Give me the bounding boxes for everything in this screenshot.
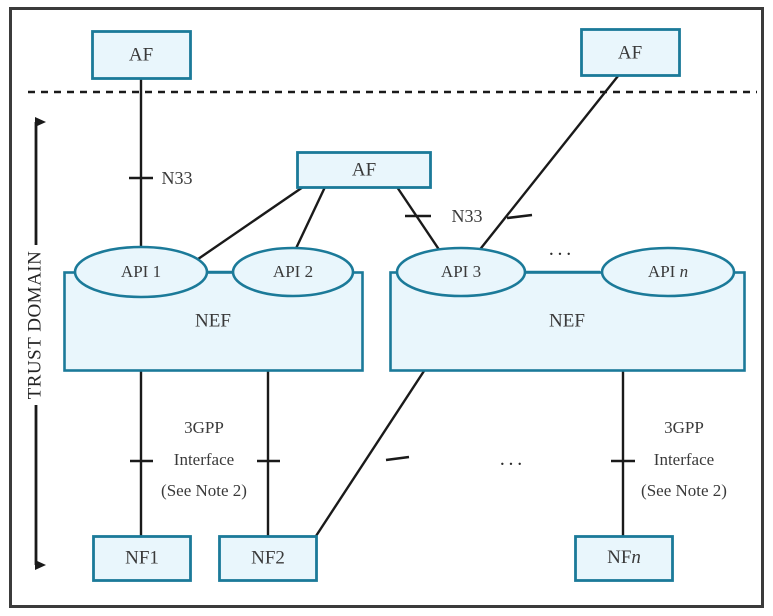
api3-group[interactable]: API 3: [395, 246, 527, 298]
nf2-label: NF2: [251, 547, 285, 568]
nfn-label-prefix: NF: [607, 547, 631, 568]
nfn-group[interactable]: NFn: [574, 535, 674, 582]
af-left-group[interactable]: AF: [91, 30, 192, 80]
apin-label-prefix: API: [648, 262, 680, 281]
nfn-label: NFn: [607, 547, 641, 568]
api1-ellipse[interactable]: [73, 245, 209, 299]
nf1-box[interactable]: [92, 535, 192, 582]
nfn-label-italic: n: [631, 547, 641, 568]
af-middle-group[interactable]: AF: [296, 151, 432, 189]
api1-label: API 1: [121, 262, 161, 281]
api2-ellipse[interactable]: [231, 246, 355, 298]
iface-right-line2: Interface: [654, 450, 714, 469]
af-right-box[interactable]: [580, 28, 681, 77]
trust-domain-label-backdrop: [26, 245, 46, 405]
edge-af-middle-to-api3: [396, 186, 445, 258]
iface-right-line1: 3GPP: [664, 418, 704, 437]
af-left-box[interactable]: [91, 30, 192, 80]
edge-nef-right-to-nf2: [314, 370, 426, 537]
iface-label-left: 3GPP Interface (See Note 2): [161, 418, 247, 500]
nef-left-label: NEF: [195, 310, 231, 331]
tick-iface-diagonal: [385, 455, 410, 462]
nf-gap-ellipsis: ···: [499, 454, 525, 476]
nfn-box[interactable]: [574, 535, 674, 582]
af-middle-box[interactable]: [296, 151, 432, 189]
iface-right-line3: (See Note 2): [641, 481, 727, 500]
af-right-label: AF: [618, 42, 642, 63]
af-right-group[interactable]: AF: [580, 28, 681, 77]
apin-label-italic: n: [680, 262, 689, 281]
api2-label: API 2: [273, 262, 313, 281]
iface-left-line2: Interface: [174, 450, 234, 469]
tick-n33-right: [506, 213, 533, 220]
nf2-box[interactable]: [218, 535, 318, 582]
nf1-label: NF1: [125, 547, 159, 568]
edge-af-middle-to-api1: [184, 186, 304, 269]
api-gap-ellipsis: ···: [548, 244, 574, 266]
api1-group[interactable]: API 1: [73, 245, 209, 299]
nef-right-label: NEF: [549, 310, 585, 331]
diagram-frame: [9, 7, 764, 608]
n33-label-left: N33: [162, 168, 193, 188]
api2-group[interactable]: API 2: [231, 246, 355, 298]
apin-ellipse[interactable]: [600, 246, 736, 298]
trust-domain-label: TRUST DOMAIN: [24, 251, 45, 400]
apin-label: API n: [648, 262, 688, 281]
edge-af-right-to-api3: [469, 75, 619, 263]
nf1-group[interactable]: NF1: [92, 535, 192, 582]
iface-left-line3: (See Note 2): [161, 481, 247, 500]
api3-label: API 3: [441, 262, 481, 281]
af-middle-label: AF: [352, 159, 376, 180]
n33-label-right: N33: [452, 206, 483, 226]
af-left-label: AF: [129, 44, 153, 65]
iface-label-right: 3GPP Interface (See Note 2): [641, 418, 727, 500]
api3-ellipse[interactable]: [395, 246, 527, 298]
iface-left-line1: 3GPP: [184, 418, 224, 437]
nf2-group[interactable]: NF2: [218, 535, 318, 582]
apin-group[interactable]: API n: [600, 246, 736, 298]
